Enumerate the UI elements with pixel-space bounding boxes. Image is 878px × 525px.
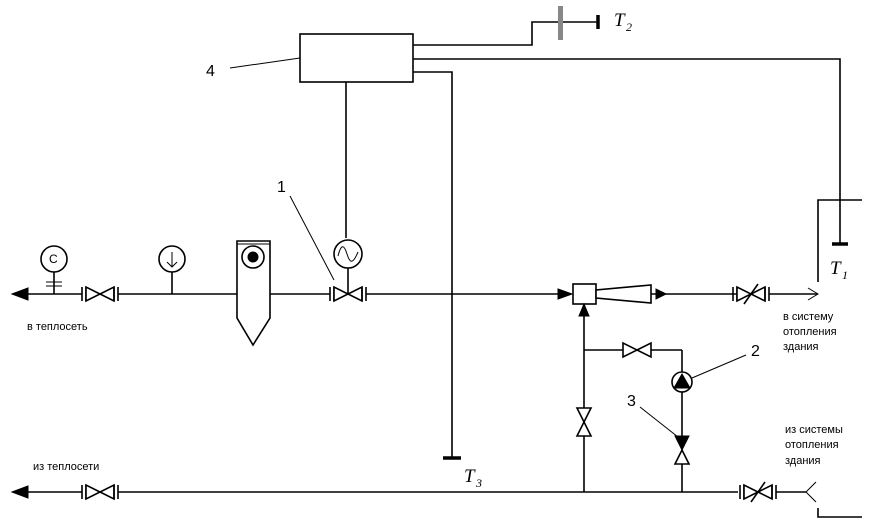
check-valve-icon: [673, 435, 691, 465]
actuator-icon: [333, 239, 363, 269]
label-from-network: из теплосети: [33, 461, 99, 473]
label-number-4: 4: [206, 63, 215, 80]
label-number-2: 2: [751, 343, 760, 360]
mud-separator-icon: [236, 240, 271, 347]
label-number-3: 3: [627, 393, 636, 410]
label-to-system-line3: здания: [783, 341, 819, 353]
label-from-system-line2: отопления: [785, 439, 839, 451]
balancing-valve-icon: [732, 283, 770, 305]
sensor-t1-sub: 1: [842, 268, 848, 282]
gate-valve-icon: [81, 285, 119, 303]
building-bracket-bottom: [817, 508, 862, 518]
controller-block: [299, 6, 848, 460]
control-valve-icon: [329, 268, 367, 303]
bypass-valve-icon: [622, 341, 652, 359]
label-from-system-line3: здания: [785, 455, 821, 467]
pump-icon: [671, 371, 693, 393]
sensor-t1-letter: T: [830, 258, 842, 279]
label-to-system-line1: в систему: [783, 311, 834, 323]
thermometer-icon: [158, 245, 186, 273]
sensor-t3-sub: 3: [475, 476, 482, 490]
sensor-t2-sub: 2: [626, 20, 632, 34]
t2-sensor-flange: [558, 6, 563, 40]
bypass-branch: [575, 316, 693, 492]
label-number-1: 1: [277, 179, 286, 196]
balancing-valve-return-icon: [739, 481, 777, 503]
sensor-t2-letter: T: [614, 10, 626, 31]
return-pipeline: [10, 481, 817, 503]
sensor-t3-letter: T: [464, 466, 476, 487]
gate-valve-return-icon: [81, 483, 119, 501]
pressure-gauge-letter: C: [49, 252, 58, 266]
pressure-gauge-icon: C: [40, 245, 68, 273]
label-from-system-line1: из системы: [785, 424, 843, 436]
mixing-elevator-icon: [572, 283, 652, 317]
riser-valve-icon: [575, 407, 593, 437]
supply-pipeline: C: [10, 239, 819, 347]
building-bracket-top: [817, 199, 862, 282]
label-to-network: в теплосеть: [27, 321, 88, 333]
label-to-system-line2: отопления: [783, 326, 837, 338]
